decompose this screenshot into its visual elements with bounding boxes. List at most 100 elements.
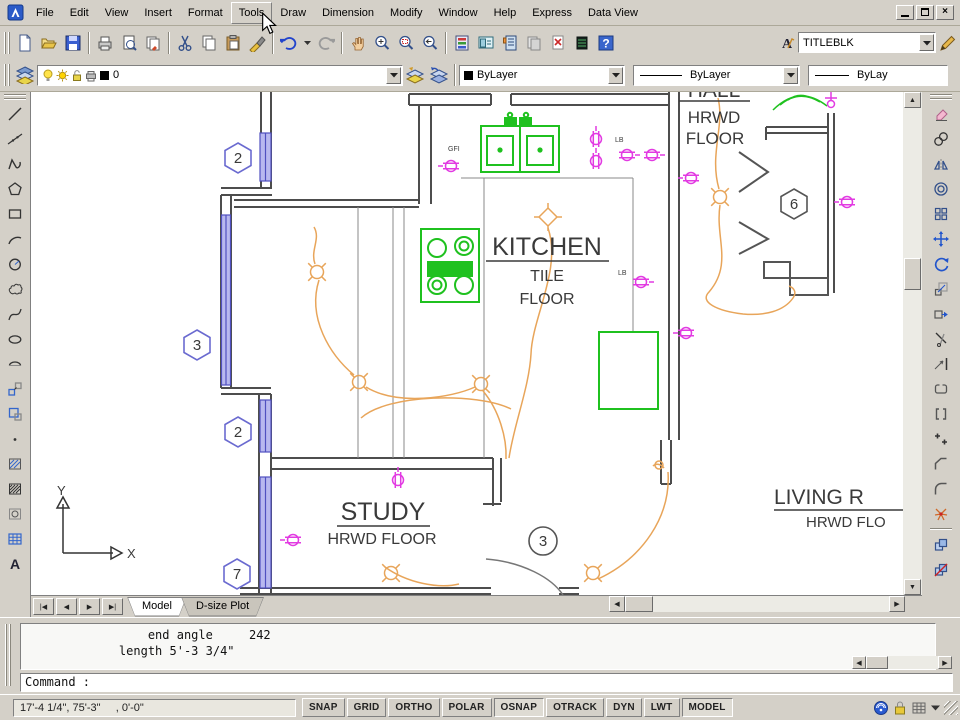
model-toggle[interactable]: MODEL — [681, 698, 733, 717]
revcloud-button[interactable] — [2, 276, 28, 301]
command-scrollbar[interactable]: ◀ ▶ — [852, 656, 952, 669]
stretch-button[interactable] — [928, 301, 954, 326]
communication-center-icon[interactable] — [873, 700, 889, 716]
open-button[interactable] — [37, 31, 61, 55]
rotate-button[interactable] — [928, 251, 954, 276]
ellipse-button[interactable] — [2, 326, 28, 351]
scroll-left-button[interactable]: ◀ — [609, 596, 625, 612]
fillet-button[interactable] — [928, 476, 954, 501]
pan-realtime-button[interactable] — [346, 31, 370, 55]
combo-dropdown-button[interactable] — [783, 66, 798, 84]
point-button[interactable] — [2, 426, 28, 451]
ungroup-button[interactable] — [928, 557, 954, 582]
command-input-line[interactable]: Command : — [20, 673, 953, 692]
construction-line-button[interactable] — [2, 126, 28, 151]
scroll-left-button[interactable]: ◀ — [852, 656, 866, 669]
toolbar-grip[interactable] — [4, 64, 11, 86]
tool-palettes-button[interactable] — [498, 31, 522, 55]
vertical-scrollbar[interactable]: ▲ ▼ — [903, 92, 922, 595]
line-button[interactable] — [2, 101, 28, 126]
closet-doors[interactable] — [738, 151, 829, 296]
scale-button[interactable] — [928, 276, 954, 301]
offset-button[interactable] — [928, 176, 954, 201]
break-button[interactable] — [928, 401, 954, 426]
copy-button[interactable] — [197, 31, 221, 55]
lineweight-combobox[interactable]: ByLay — [808, 64, 948, 86]
group-button[interactable] — [928, 532, 954, 557]
mtext-button[interactable]: A — [2, 551, 28, 576]
make-layer-current-button[interactable] — [403, 63, 427, 87]
zoom-realtime-button[interactable] — [370, 31, 394, 55]
scroll-down-button[interactable]: ▼ — [904, 579, 921, 595]
minimize-button[interactable] — [896, 5, 914, 20]
plot-preview-button[interactable] — [117, 31, 141, 55]
lwt-toggle[interactable]: LWT — [643, 698, 680, 717]
break-at-point-button[interactable] — [928, 376, 954, 401]
menu-insert[interactable]: Insert — [144, 6, 172, 19]
sheet-set-manager-button[interactable] — [522, 31, 546, 55]
plot-button[interactable] — [93, 31, 117, 55]
extend-button[interactable] — [928, 351, 954, 376]
menu-window[interactable]: Window — [438, 6, 478, 19]
sketch-button[interactable] — [936, 31, 960, 55]
polygon-button[interactable] — [2, 176, 28, 201]
command-window-grip[interactable] — [5, 624, 12, 686]
ellipse-arc-button[interactable] — [2, 351, 28, 376]
horizontal-scroll-thumb[interactable] — [625, 596, 653, 612]
explode-button[interactable] — [928, 501, 954, 526]
move-button[interactable] — [928, 226, 954, 251]
properties-button[interactable] — [450, 31, 474, 55]
snap-toggle[interactable]: SNAP — [302, 698, 345, 717]
region-button[interactable] — [2, 501, 28, 526]
door-swings[interactable] — [485, 558, 564, 595]
table-button[interactable] — [2, 526, 28, 551]
help-button[interactable]: ? — [594, 31, 618, 55]
walls[interactable] — [220, 92, 835, 595]
tab-prev-button[interactable]: ◀ — [56, 598, 77, 615]
tab-next-button[interactable]: ▶ — [79, 598, 100, 615]
new-button[interactable] — [13, 31, 37, 55]
scroll-right-button[interactable]: ▶ — [938, 656, 952, 669]
ceiling-light-symbols[interactable] — [307, 187, 730, 583]
menu-view[interactable]: View — [104, 6, 129, 19]
menu-format[interactable]: Format — [187, 6, 223, 19]
menu-tools[interactable]: Tools — [230, 1, 273, 24]
combo-dropdown-button[interactable] — [608, 66, 623, 84]
publish-button[interactable] — [141, 31, 165, 55]
polar-toggle[interactable]: POLAR — [441, 698, 492, 717]
toolbar-lock-icon[interactable] — [893, 700, 907, 716]
model-canvas[interactable]: GFI LB LB — [31, 92, 903, 595]
kitchen-fixtures[interactable] — [420, 94, 828, 410]
menu-file[interactable]: File — [36, 6, 54, 19]
make-block-button[interactable] — [2, 401, 28, 426]
text-style-combobox[interactable]: TITLEBLK — [798, 32, 936, 53]
mirror-button[interactable] — [928, 151, 954, 176]
color-combobox[interactable]: ByLayer — [459, 64, 625, 86]
menu-draw[interactable]: Draw — [280, 6, 307, 19]
toolbar-grip[interactable] — [4, 94, 26, 100]
dyn-toggle[interactable]: DYN — [606, 698, 642, 717]
outlet-symbols[interactable]: GFI LB LB — [279, 92, 856, 547]
cut-button[interactable] — [173, 31, 197, 55]
insert-block-button[interactable] — [2, 376, 28, 401]
command-history[interactable]: end angle 242 length 5'-3 3/4" — [20, 623, 936, 670]
menu-modify[interactable]: Modify — [390, 6, 423, 19]
callout-bubbles[interactable]: 2 3 2 7 6 3 — [183, 142, 808, 590]
restore-button[interactable] — [916, 5, 934, 20]
copy-object-button[interactable] — [928, 126, 954, 151]
scroll-right-button[interactable]: ▶ — [889, 596, 905, 612]
osnap-toggle[interactable]: OSNAP — [493, 698, 545, 717]
toolbar-grip[interactable] — [4, 31, 11, 54]
spline-button[interactable] — [2, 301, 28, 326]
erase-button[interactable] — [928, 101, 954, 126]
arc-button[interactable] — [2, 226, 28, 251]
counter-lines[interactable] — [357, 177, 634, 458]
command-scroll-thumb[interactable] — [866, 656, 888, 669]
match-properties-button[interactable] — [245, 31, 269, 55]
layer-previous-button[interactable] — [427, 63, 451, 87]
tab-last-button[interactable]: ▶| — [102, 598, 123, 615]
join-button[interactable] — [928, 426, 954, 451]
markup-set-button[interactable] — [546, 31, 570, 55]
gradient-button[interactable] — [2, 476, 28, 501]
linetype-combobox[interactable]: ByLayer — [633, 64, 800, 86]
